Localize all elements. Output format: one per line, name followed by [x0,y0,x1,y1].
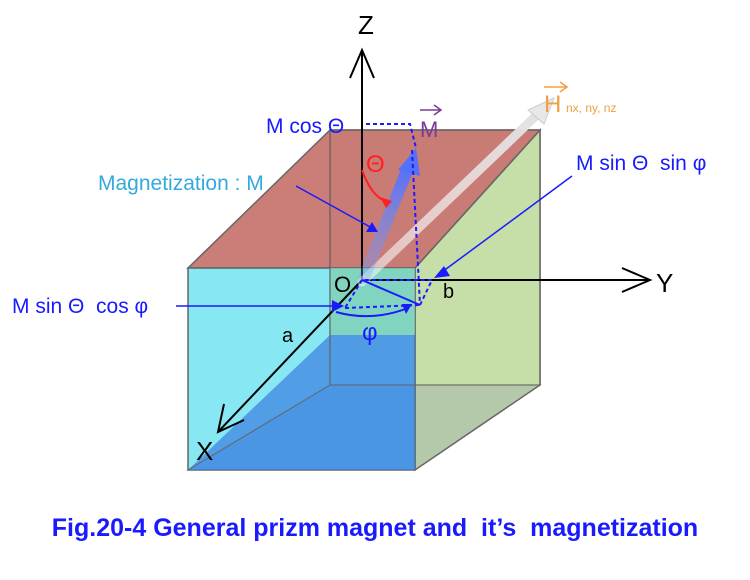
m-cos-theta-label: M cos Θ [266,115,344,138]
projection-x-parallel [344,304,421,309]
m-vector-label: M [420,117,438,142]
z-axis-label: Z [358,10,374,40]
figure-caption: Fig.20-4 General prizm magnet and it’s m… [52,514,698,542]
projection-y-component [362,279,434,306]
h-vector-shaft [357,107,545,287]
phi-label: φ [362,319,378,346]
projection-base [361,279,421,306]
x-axis-label: X [196,436,213,466]
m-sin-sin-leader [441,175,573,273]
m-sin-sin-leader-head [434,266,450,278]
z-axis-arrowhead [349,47,375,79]
projection-m-cos [366,123,417,149]
origin-shade [330,268,415,335]
h-overarrow-head [559,81,569,93]
dimension-a-label: a [282,325,294,347]
y-axis-label: Y [656,268,673,298]
theta-label: Θ [366,151,385,178]
h-vector-label: H [544,91,561,118]
m-sin-cos-leader-head [332,300,344,312]
y-axis-arrowhead [621,267,653,293]
projection-vertical [411,149,421,306]
dimension-b-label: b [443,281,454,303]
m-sin-sin-label: M sin Θ sin φ [576,152,706,175]
x-axis-arrowhead [216,403,245,434]
phi-arc [335,307,409,318]
m-vector-shaft [358,162,414,284]
h-vector-head [527,97,555,125]
magnetization-leader-head [366,222,378,232]
phi-arc-head [402,304,412,314]
projection-x-component [344,279,363,309]
magnetization-leader [295,185,373,229]
h-vector-subscript: nx, ny, nz [566,101,616,115]
m-vector-head [398,148,420,176]
m-overarrow-head [433,104,443,116]
magnetization-label: Magnetization : M [98,172,264,195]
theta-arc-head [380,197,392,208]
origin-label: O [334,272,351,297]
m-sin-cos-label: M sin Θ cos φ [12,295,148,318]
